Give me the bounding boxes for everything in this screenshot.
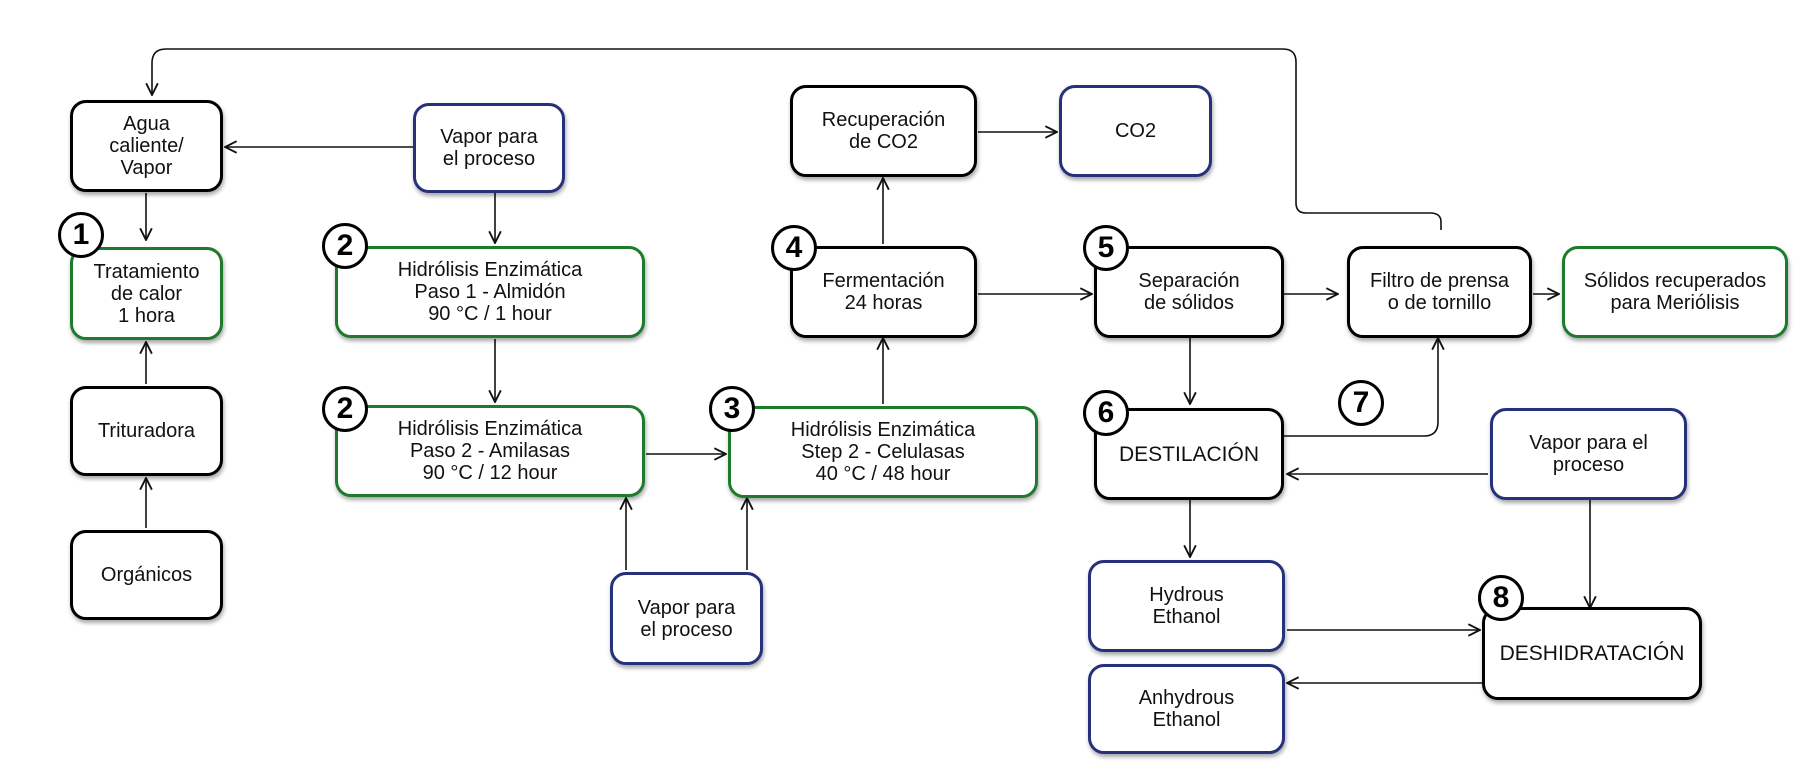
recycle-arrow [152, 48, 1442, 230]
hidrolisis-paso1-node: Hidrólisis Enzimática Paso 1 - Almidón 9… [335, 246, 645, 338]
fermentacion-node: Fermentación 24 horas [790, 246, 977, 338]
step-4-badge: 4 [771, 225, 817, 271]
hidrolisis-step2-celulasas-node: Hidrólisis Enzimática Step 2 - Celulasas… [728, 406, 1038, 498]
step-5-badge: 5 [1083, 225, 1129, 271]
step-6-badge: 6 [1083, 390, 1129, 436]
filtro-prensa-node: Filtro de prensa o de tornillo [1347, 246, 1532, 338]
destilacion-to-filtro-arrow [1284, 338, 1438, 437]
step-7-badge: 7 [1338, 380, 1384, 426]
vapor-proceso-bottom-node: Vapor para el proceso [610, 572, 763, 665]
tratamiento-calor-node: Tratamiento de calor 1 hora [70, 247, 223, 340]
step-8-badge: 8 [1478, 575, 1524, 621]
agua-caliente-vapor-node: Agua caliente/ Vapor [70, 100, 223, 192]
step-1-badge: 1 [58, 212, 104, 258]
step-2b-badge: 2 [322, 386, 368, 432]
vapor-proceso-right-node: Vapor para el proceso [1490, 408, 1687, 500]
vapor-proceso-top-node: Vapor para el proceso [413, 103, 565, 193]
hidrolisis-paso2-node: Hidrólisis Enzimática Paso 2 - Amilasas … [335, 405, 645, 497]
recuperacion-co2-node: Recuperación de CO2 [790, 85, 977, 177]
deshidratacion-node: DESHIDRATACIÓN [1482, 607, 1702, 700]
step-2a-badge: 2 [322, 223, 368, 269]
hydrous-ethanol-node: Hydrous Ethanol [1088, 560, 1285, 652]
solidos-recuperados-node: Sólidos recuperados para Meriólisis [1562, 246, 1788, 338]
anhydrous-ethanol-node: Anhydrous Ethanol [1088, 664, 1285, 754]
co2-node: CO2 [1059, 85, 1212, 177]
organicos-node: Orgánicos [70, 530, 223, 620]
separacion-solidos-node: Separación de sólidos [1094, 246, 1284, 338]
step-3-badge: 3 [709, 386, 755, 432]
trituradora-node: Trituradora [70, 386, 223, 476]
